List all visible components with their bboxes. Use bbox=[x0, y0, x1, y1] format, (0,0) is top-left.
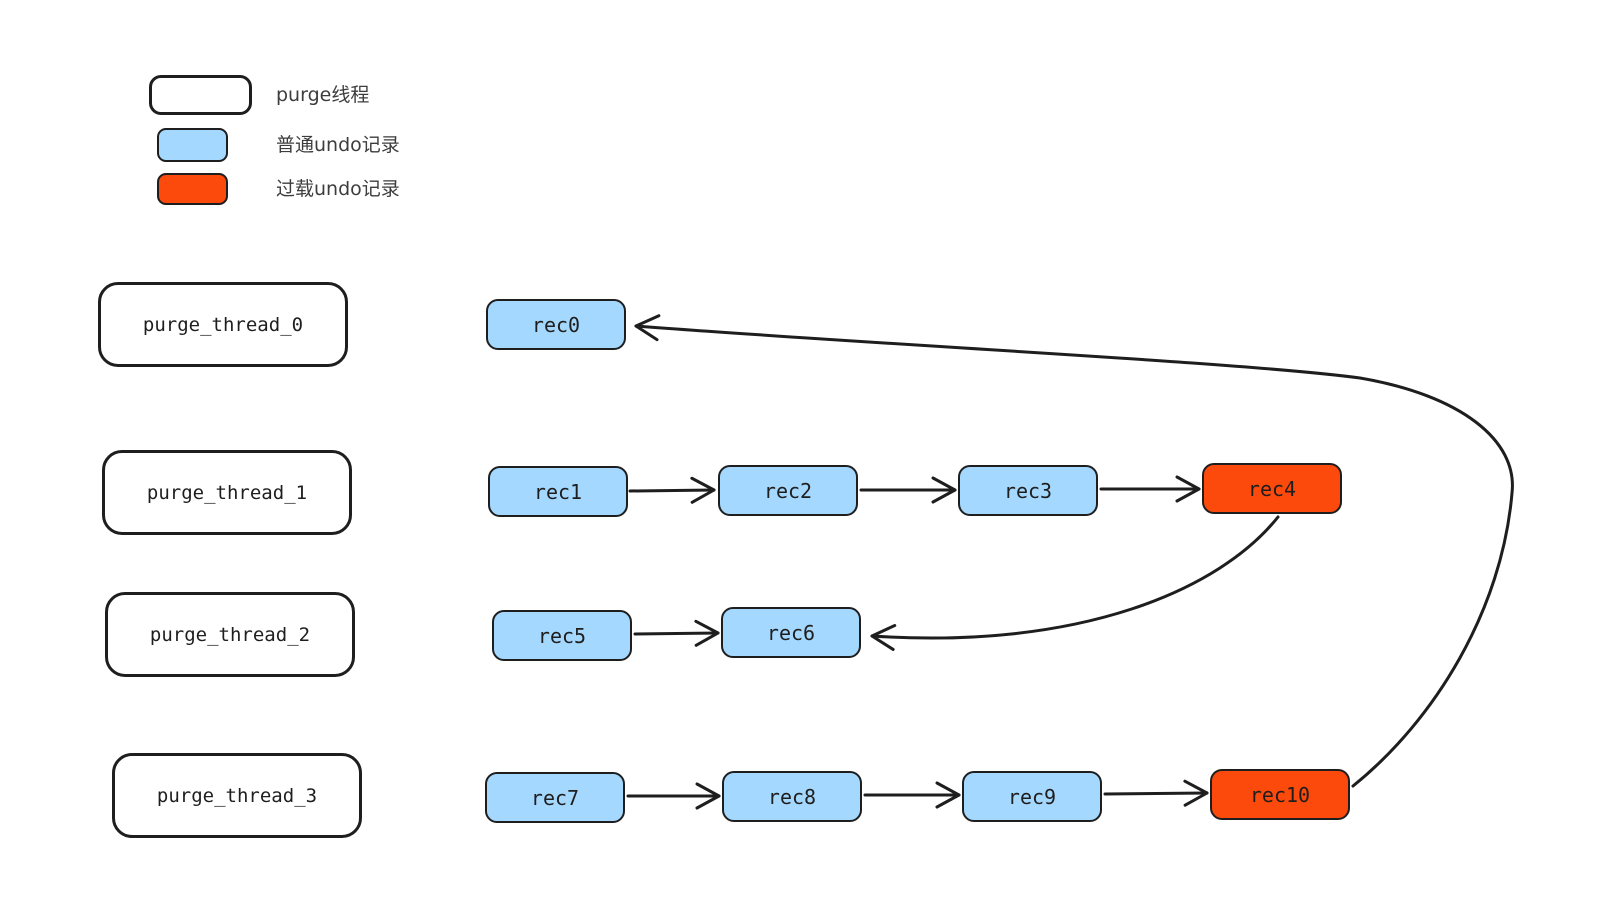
arrow-rec9-rec10 bbox=[1103, 779, 1209, 807]
purge-thread-3-box: purge_thread_3 bbox=[112, 753, 362, 838]
record-rec3: rec3 bbox=[958, 465, 1098, 516]
purge-thread-1-box: purge_thread_1 bbox=[102, 450, 352, 535]
record-rec0: rec0 bbox=[486, 299, 626, 350]
record-rec5: rec5 bbox=[492, 610, 632, 661]
record-rec6: rec6 bbox=[721, 607, 861, 658]
purge-thread-2-box: purge_thread_2 bbox=[105, 592, 355, 677]
arrow-rec5-rec6 bbox=[633, 619, 720, 647]
arrow-rec10-rec0 bbox=[634, 314, 1514, 788]
legend-swatch-overload-undo bbox=[157, 173, 228, 205]
record-rec8: rec8 bbox=[722, 771, 862, 822]
legend-swatch-normal-undo bbox=[157, 128, 228, 162]
legend-label-normal-undo: 普通undo记录 bbox=[276, 134, 400, 156]
record-rec4: rec4 bbox=[1202, 463, 1342, 514]
record-rec1: rec1 bbox=[488, 466, 628, 517]
legend-label-purge-thread: purge线程 bbox=[276, 84, 370, 106]
record-rec9: rec9 bbox=[962, 771, 1102, 822]
legend-swatch-purge-thread bbox=[149, 75, 252, 115]
purge-thread-0-box: purge_thread_0 bbox=[98, 282, 348, 367]
record-rec7: rec7 bbox=[485, 772, 625, 823]
record-rec10: rec10 bbox=[1210, 769, 1350, 820]
legend-label-overload-undo: 过载undo记录 bbox=[276, 178, 400, 200]
arrow-rec1-rec2 bbox=[628, 476, 716, 504]
record-rec2: rec2 bbox=[718, 465, 858, 516]
arrow-rec4-rec6 bbox=[870, 515, 1280, 651]
